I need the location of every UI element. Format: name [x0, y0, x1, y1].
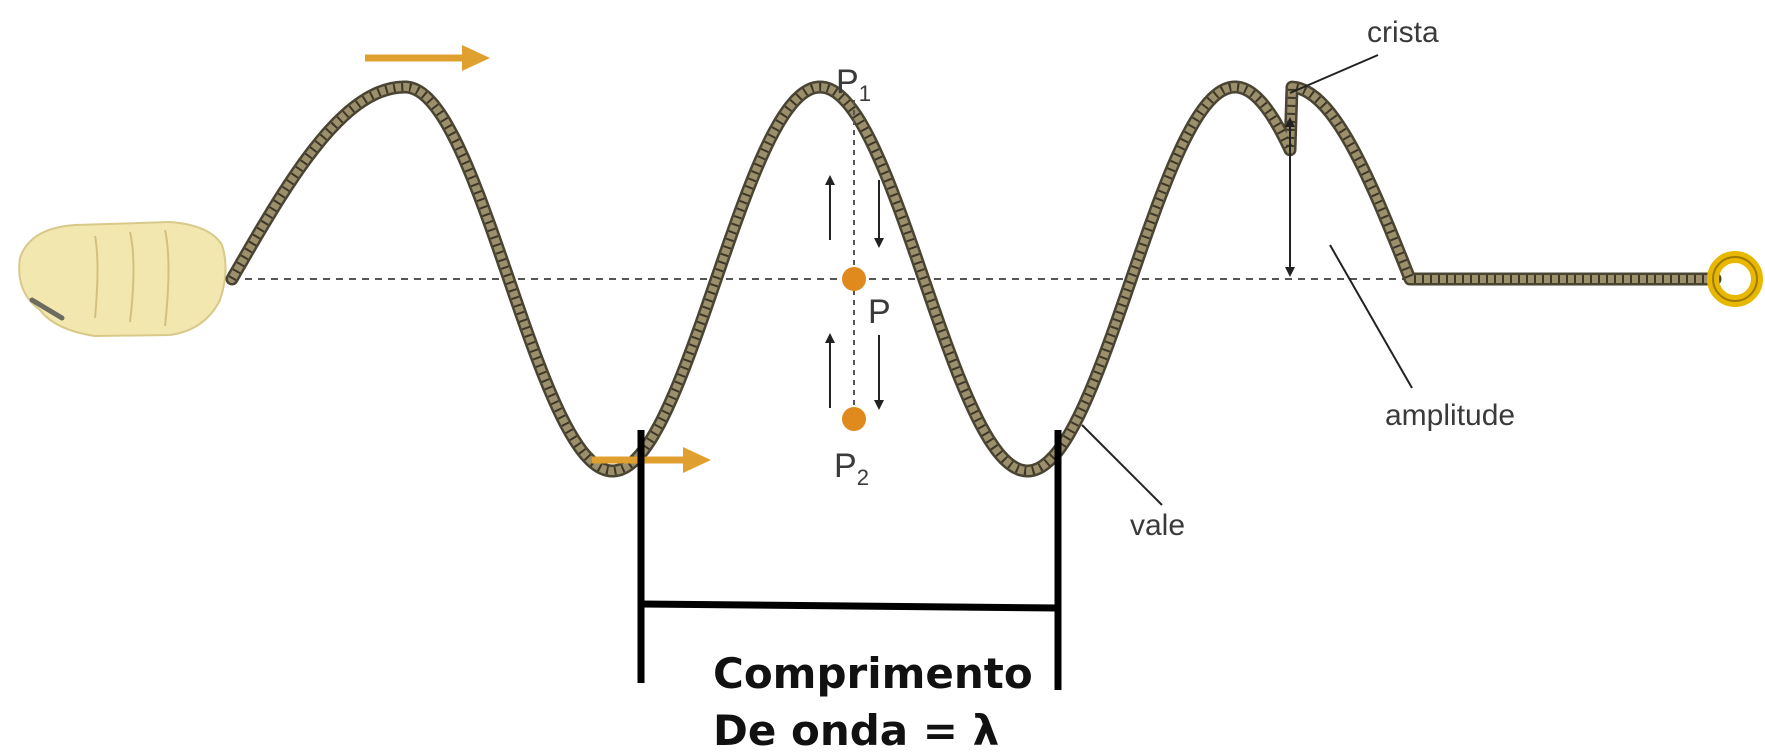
label-p: P [868, 293, 891, 331]
label-trough: vale [1130, 509, 1185, 542]
label-p2: P2 [834, 447, 869, 490]
label-wavelength-line2: De onda = λ [713, 706, 999, 755]
label-amplitude: amplitude [1385, 399, 1515, 432]
rope-wave [225, 80, 1722, 478]
label-p1: P1 [836, 63, 871, 106]
hand-icon [18, 220, 227, 338]
crest-pointer-line [1289, 54, 1379, 94]
wavelength-bracket [637, 430, 1062, 690]
label-crest: crista [1367, 16, 1439, 49]
ring-icon [1707, 251, 1763, 307]
amplitude-pointer-line [1329, 244, 1413, 389]
trough-pointer-line [1081, 424, 1163, 506]
direction-arrow-top [365, 45, 490, 71]
point-p [842, 267, 866, 291]
point-p2 [842, 407, 866, 431]
label-wavelength-line1: Comprimento [713, 649, 1033, 698]
